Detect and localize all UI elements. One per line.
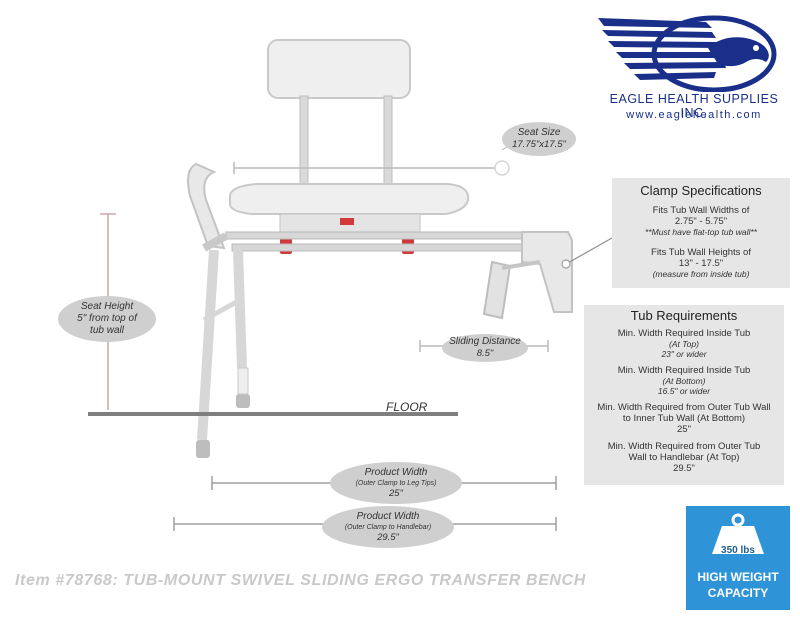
tub-req-2-value: 16.5" or wider [657,386,711,396]
seat-height-line3: tub wall [90,325,124,336]
capacity-line2: CAPACITY [707,586,769,600]
tub-req-1-line2: (At Top) [669,339,699,349]
tub-req-item-1: Min. Width Required Inside Tub (At Top) … [584,328,784,359]
tub-req-item-3: Min. Width Required from Outer Tub Wall … [584,402,784,435]
tub-req-2-line2: (At Bottom) [662,376,706,386]
product-width-2-sub: (Outer Clamp to Handlebar) [344,523,432,531]
tub-req-item-4: Min. Width Required from Outer Tub Wall … [584,441,784,474]
seat-size-marker [494,160,510,176]
weight-icon [712,513,764,554]
clamp-specs-title: Clamp Specifications [640,183,762,198]
leg-extension-back [237,367,249,395]
product-width-leg-tips-label: Product Width (Outer Clamp to Leg Tips) … [330,462,462,504]
clamp-heights-note: (measure from inside tub) [652,269,750,279]
sliding-distance-value: 8.5" [476,348,494,359]
backrest-post-right [383,95,393,189]
clamp-widths-label: Fits Tub Wall Widths of [652,205,750,216]
company-logo: EAGLE HEALTH SUPPLIES INC. www.eagleheal… [596,14,792,124]
weight-value: 350 lbs [721,545,755,556]
product-width-2-title: Product Width [356,510,420,522]
handlebar [187,162,226,250]
slide-rail-bottom [231,243,555,252]
clamp-widths-note: **Must have flat-top tub wall** [645,227,757,237]
leg-tip-front [196,440,210,458]
tub-requirements-title: Tub Requirements [630,308,738,323]
capacity-line1: HIGH WEIGHT [697,570,779,584]
leg-front [197,249,219,441]
seat-height-label: Seat Height 5" from top of tub wall [58,296,156,342]
product-width-2-value: 29.5" [377,531,399,543]
sliding-distance-label: Sliding Distance 8.5" [442,334,528,362]
seat-height-line2: 5" from top of [77,313,137,324]
clamp-specifications-box: Clamp Specifications Fits Tub Wall Width… [612,178,790,288]
seat-size-title: Seat Size [517,127,561,138]
leg-back [233,249,247,369]
tub-req-item-2: Min. Width Required Inside Tub (At Botto… [584,365,784,396]
company-url[interactable]: www.eaglehealth.com [626,109,762,121]
product-width-1-value: 25" [389,487,403,499]
clamp-widths-value: 2.75" - 5.75" [674,216,728,227]
tub-clamp [521,231,573,313]
tub-req-3-line1: Min. Width Required from Outer Tub Wall [597,402,771,413]
tub-requirements-box: Tub Requirements Min. Width Required Ins… [584,305,784,485]
clamp-screw [501,260,541,270]
tub-req-4-line1: Min. Width Required from Outer Tub [607,441,761,452]
weight-capacity-badge: 350 lbs HIGH WEIGHT CAPACITY [686,506,790,610]
floor-label: FLOOR [386,400,428,414]
item-caption: Item #78768: TUB-MOUNT SWIVEL SLIDING ER… [15,572,586,589]
slide-rail-top [225,231,559,240]
seat-height-title: Seat Height [80,301,134,312]
handle-frame [202,232,228,252]
tub-req-3-line2: to Inner Tub Wall (At Bottom) [622,413,746,424]
seat-size-value: 17.75"x17.5" [512,139,566,150]
seat-lock-red [340,218,354,225]
product-width-1-title: Product Width [364,466,428,478]
tub-req-4-value: 29.5" [673,463,695,474]
clamp-heights-value: 13" - 17.5" [678,258,724,269]
backrest-post-left [299,95,309,189]
clamp-pointer-line [565,237,613,265]
sliding-distance-title: Sliding Distance [449,336,521,347]
tub-req-2-line1: Min. Width Required Inside Tub [617,365,751,376]
leg-tip-back [236,394,250,408]
clamp-pointer-dot [561,259,571,269]
tub-req-3-value: 25" [677,424,691,435]
seat [229,183,470,215]
tub-req-1-value: 23" or wider [661,349,707,359]
seat-size-label: Seat Size 17.75"x17.5" [502,122,576,156]
tub-req-1-line1: Min. Width Required Inside Tub [617,328,751,339]
clamp-jaw [482,260,512,320]
eagle-logo-icon [598,15,777,92]
product-width-1-sub: (Outer Clamp to Leg Tips) [355,479,437,487]
clamp-heights-label: Fits Tub Wall Heights of [651,247,751,258]
product-width-handlebar-label: Product Width (Outer Clamp to Handlebar)… [322,506,454,548]
tub-req-4-line2: Wall to Handlebar (At Top) [628,452,740,463]
backrest [267,39,411,99]
leg-brace [202,297,242,323]
company-name: EAGLE HEALTH SUPPLIES INC. [609,92,779,120]
